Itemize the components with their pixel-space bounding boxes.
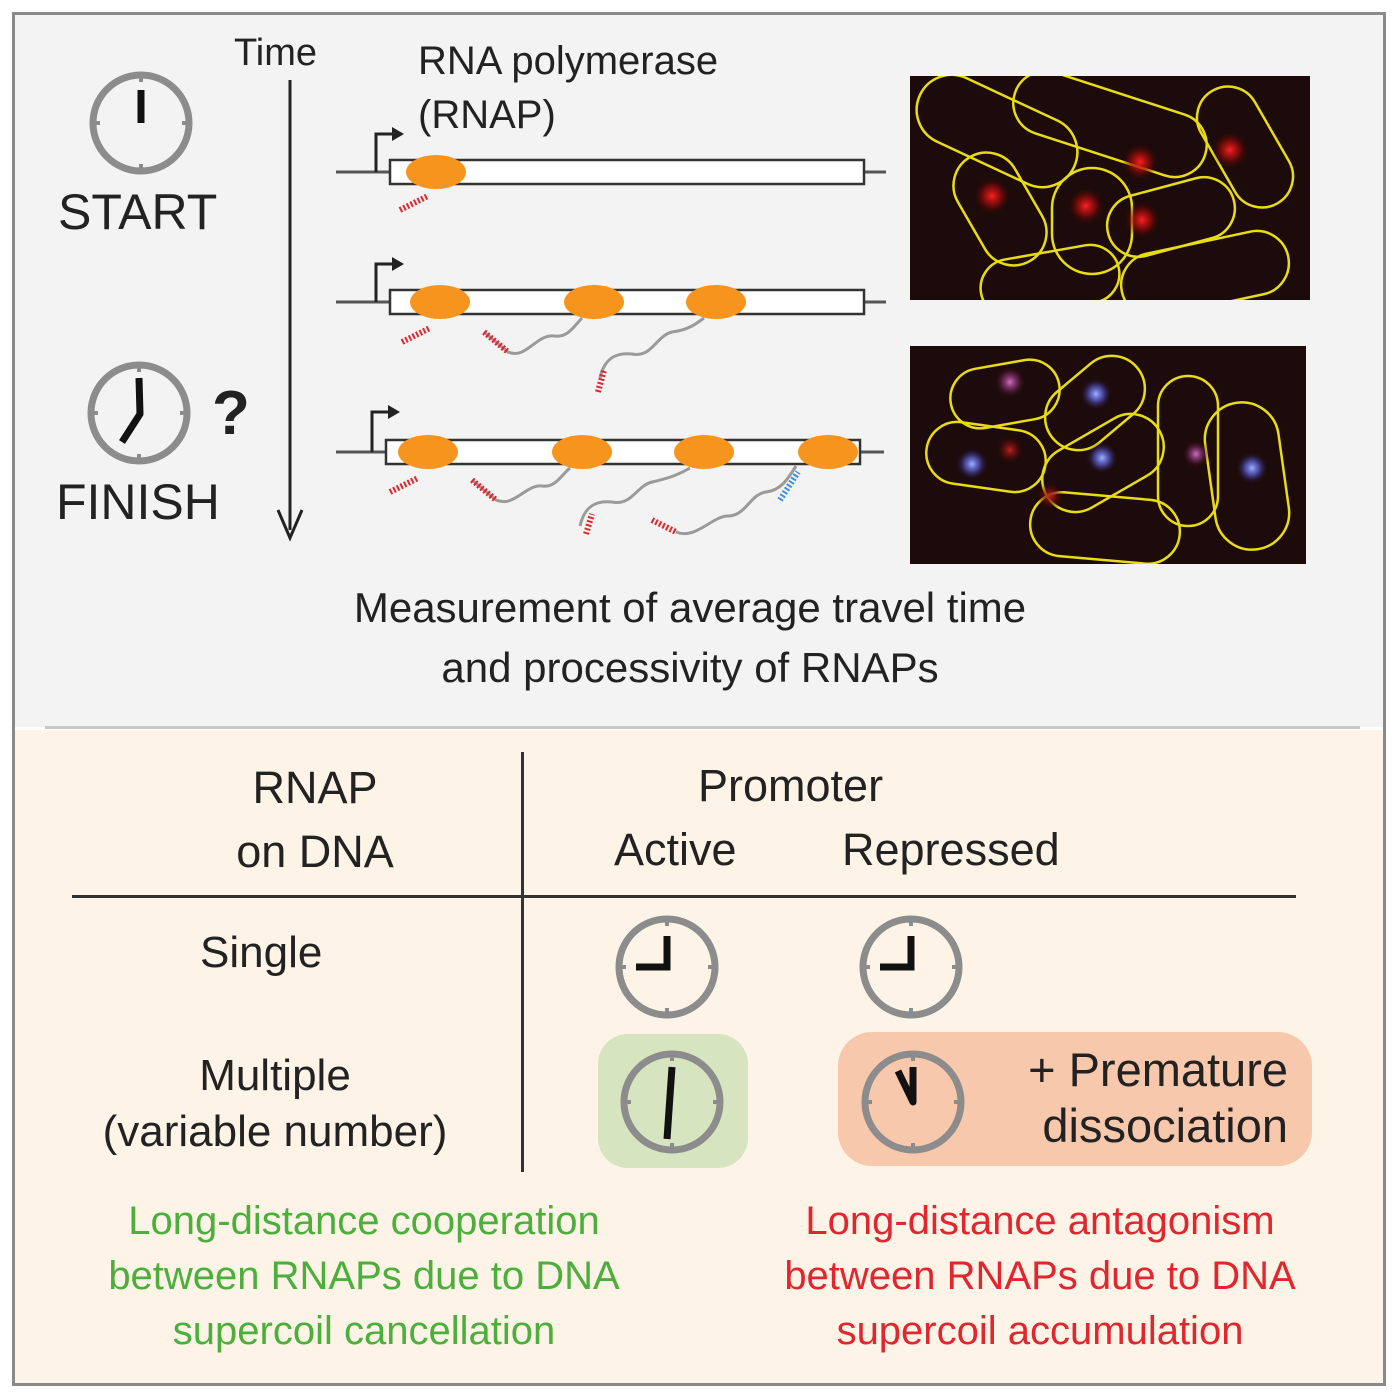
active-header: Active	[614, 824, 737, 875]
multiple-repressed-clock-icon	[861, 1050, 965, 1154]
promoter-header: Promoter	[698, 760, 884, 811]
cooperation-line2: between RNAPs due to DNA	[108, 1254, 620, 1298]
rnap-on-dna-header: RNAP on DNA	[190, 756, 440, 884]
antagonism-line2: between RNAPs due to DNA	[784, 1254, 1296, 1298]
single-repressed-clock-icon	[859, 915, 963, 1019]
time-arrow	[276, 80, 304, 542]
caption-line1: Measurement of average travel time	[353, 584, 1027, 631]
table-vertical-divider	[521, 752, 524, 1172]
premature-dissociation: + Premature dissociation	[982, 1042, 1288, 1154]
rnap-label: RNA polymerase (RNAP)	[418, 34, 718, 142]
time-label: Time	[234, 32, 318, 74]
rnap-on-dna-header-line1: RNAP	[252, 762, 378, 813]
row-label-multiple-line2: (variable number)	[102, 1107, 448, 1156]
finish-clock-icon	[87, 361, 191, 465]
rnap-label-line1: RNA polymerase	[418, 39, 719, 83]
single-active-clock-icon	[615, 915, 719, 1019]
table-horizontal-divider	[72, 895, 1296, 898]
transcription-diagram	[336, 127, 886, 536]
rnap-label-line2: (RNAP)	[418, 93, 556, 137]
row-label-single: Single	[200, 928, 323, 977]
cooperation-line3: supercoil cancellation	[172, 1309, 556, 1353]
dna-row-3	[336, 405, 884, 536]
figure-frame	[12, 12, 1386, 1386]
rnap-on-dna-header-line2: on DNA	[236, 826, 394, 877]
antagonism-line1: Long-distance antagonism	[805, 1199, 1275, 1243]
premature-line1: + Premature	[1028, 1043, 1288, 1096]
cooperation-line1: Long-distance cooperation	[128, 1199, 600, 1243]
row-label-multiple-line1: Multiple	[199, 1051, 351, 1100]
finish-label: FINISH	[56, 474, 220, 530]
row-label-multiple: Multiple (variable number)	[50, 1048, 500, 1160]
start-label: START	[58, 184, 218, 240]
caption-line2: and processivity of RNAPs	[441, 644, 939, 691]
cooperation-conclusion: Long-distance cooperation between RNAPs …	[32, 1194, 696, 1359]
repressed-header: Repressed	[842, 824, 1060, 875]
caption: Measurement of average travel time and p…	[270, 578, 1110, 698]
dna-row-2	[336, 257, 886, 393]
antagonism-conclusion: Long-distance antagonism between RNAPs d…	[706, 1194, 1374, 1359]
multiple-active-clock-icon	[620, 1050, 724, 1154]
microscopy-image-start	[910, 76, 1310, 300]
dna-row-1	[336, 127, 886, 213]
panel-separator	[45, 726, 1360, 729]
microscopy-image-finish	[910, 346, 1306, 564]
antagonism-line3: supercoil accumulation	[836, 1309, 1244, 1353]
start-clock-icon	[89, 71, 193, 175]
question-mark: ?	[212, 379, 250, 448]
premature-line2: dissociation	[1042, 1099, 1288, 1152]
